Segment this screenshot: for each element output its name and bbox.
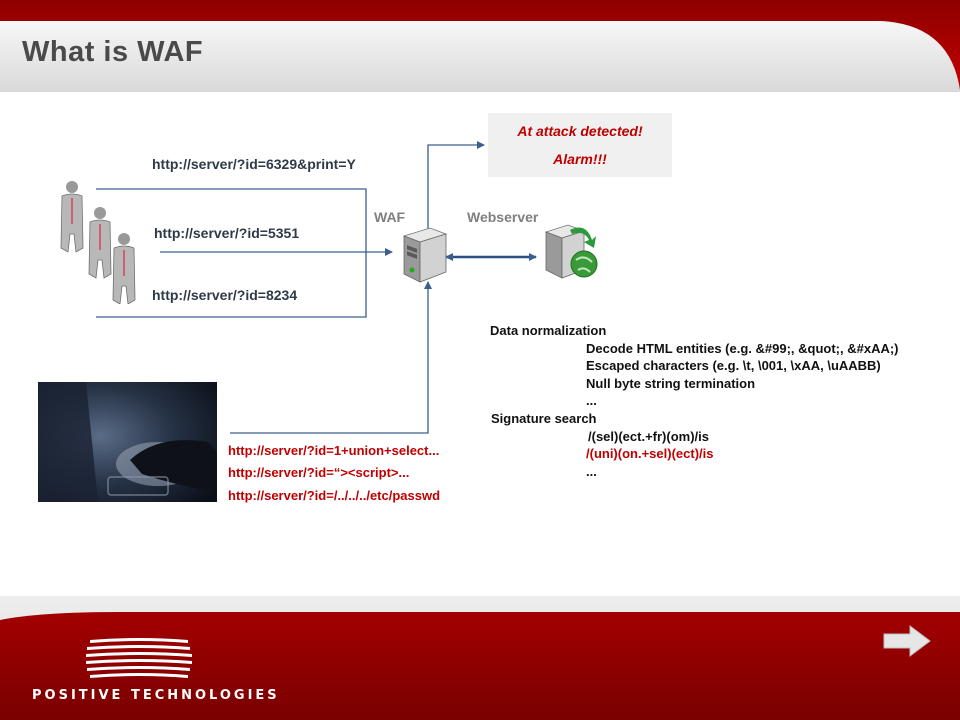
waf-server-icon [402,227,448,283]
signature-item: /(uni)(on.+sel)(ect)/is [586,446,714,461]
brand-name: POSITIVE TECHNOLOGIES [32,688,280,703]
footer-band [0,596,960,720]
signature-title: Signature search [491,411,597,426]
attack-url-3: http://server/?id=/../../../etc/passwd [228,488,441,503]
hacker-photo [38,382,217,502]
request-url-1: http://server/?id=6329&print=Y [152,156,356,172]
normalization-title: Data normalization [490,323,607,338]
webserver-label: Webserver [467,209,539,225]
normalization-item: Null byte string termination [586,376,756,391]
request-url-3: http://server/?id=8234 [152,287,298,303]
brand-logo [86,638,192,678]
webserver-icon [544,224,598,279]
alarm-box: At attack detected! Alarm!!! [488,113,672,177]
waf-label: WAF [374,209,406,225]
waf-to-alarm-arrow [427,141,485,230]
normalization-item: Decode HTML entities (e.g. &#99;, &quot;… [586,341,899,356]
alarm-line-1: At attack detected! [517,123,643,139]
page-title: What is WAF [22,36,204,68]
user-icon [60,181,84,253]
request-url-2: http://server/?id=5351 [154,225,300,241]
signature-item: /(sel)(ect.+fr)(om)/is [588,429,709,444]
normalization-item: Escaped characters (e.g. \t, \001, \xAA,… [586,358,881,373]
user-icon [112,233,136,304]
attack-url-1: http://server/?id=1+union+select... [228,443,440,458]
next-arrow-icon[interactable] [882,624,934,658]
attacker-to-waf-arrow [230,281,432,434]
users-group [60,181,136,304]
alarm-line-2: Alarm!!! [553,151,607,167]
user-icon [88,207,112,279]
attack-url-2: http://server/?id=“><script>... [228,465,410,480]
signature-item: ... [586,464,597,479]
client-bracket-line [96,188,367,318]
header-band [0,0,960,92]
normalization-item: ... [586,393,597,408]
